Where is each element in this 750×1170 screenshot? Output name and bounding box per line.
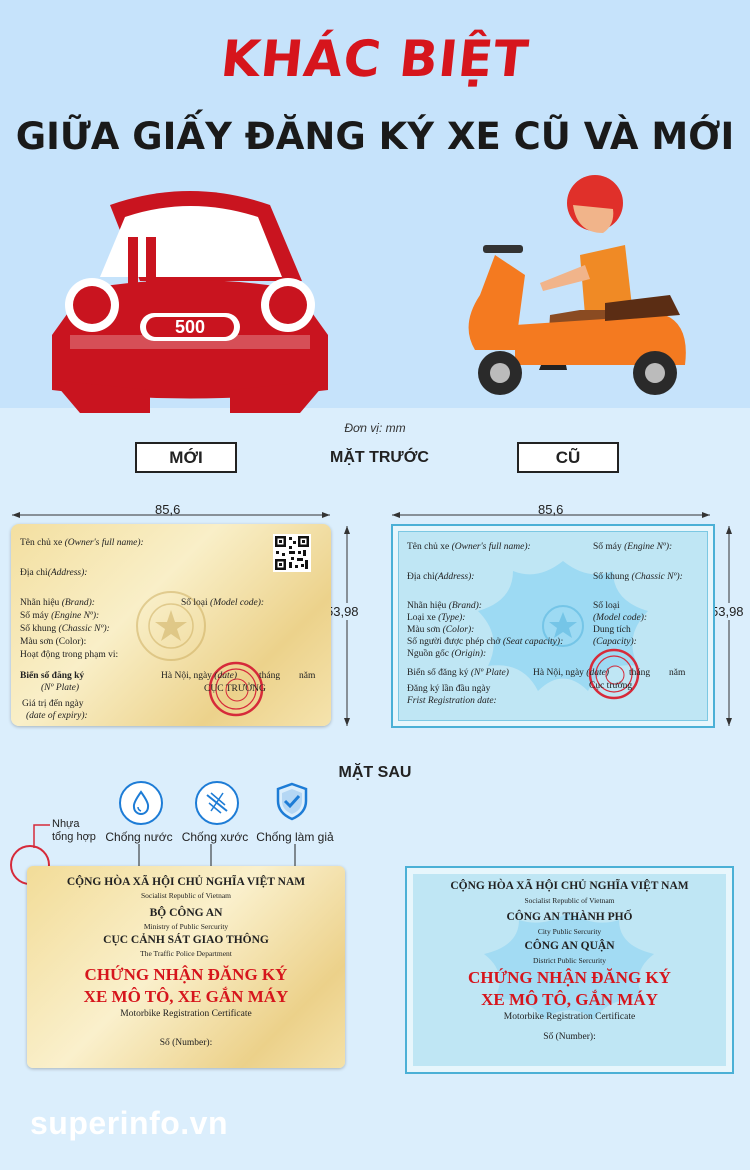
label-back: MẶT SAU (338, 764, 412, 781)
new-card-back: CỘNG HÒA XÃ HỘI CHỦ NGHĨA VIỆT NAM Socia… (27, 866, 345, 1068)
brand-watermark[interactable]: superinfo.vn (30, 1105, 229, 1141)
red-car-illustration: 500 (52, 191, 328, 413)
feature-label-scratch: Chống xước (181, 830, 249, 844)
qr-code-icon (273, 534, 311, 572)
label-front: MẶT TRƯỚC (330, 449, 429, 466)
dimension-lines (12, 512, 732, 726)
page-title: KHÁC BIỆT (218, 30, 532, 88)
flower-watermark (484, 912, 654, 1020)
width-label-old: 85,6 (538, 502, 564, 517)
material-label: Nhựa tổng hợp (52, 818, 96, 843)
old-card-front: Tên chủ xe (Owner's full name): Số máy (… (391, 524, 715, 728)
height-label-old: 53,98 (709, 603, 746, 620)
scooter-rider-illustration (468, 175, 686, 395)
stamp-icon (588, 648, 640, 700)
shield-check-icon (272, 781, 312, 821)
new-card-front: Tên chủ xe (Owner's full name): Địa chỉ(… (11, 524, 331, 726)
feature-label-counterfeit: Chống làm giả (256, 830, 334, 844)
unit-note: Đơn vị: mm (344, 421, 406, 435)
feature-label-water: Chống nước (105, 830, 173, 844)
page-subtitle: GIỮA GIẤY ĐĂNG KÝ XE CŨ VÀ MỚI (15, 115, 735, 158)
width-label-new: 85,6 (155, 502, 181, 517)
stamp-icon (208, 661, 264, 717)
label-old: CŨ (517, 442, 619, 473)
car-badge-text: 500 (175, 317, 205, 337)
old-card-back: CỘNG HÒA XÃ HỘI CHỦ NGHĨA VIỆT NAM Socia… (405, 866, 734, 1074)
scratch-icon (195, 781, 239, 825)
label-new: MỚI (135, 442, 237, 473)
water-drop-icon (119, 781, 163, 825)
height-label-new: 53,98 (324, 603, 361, 620)
emblem-watermark (136, 591, 206, 661)
